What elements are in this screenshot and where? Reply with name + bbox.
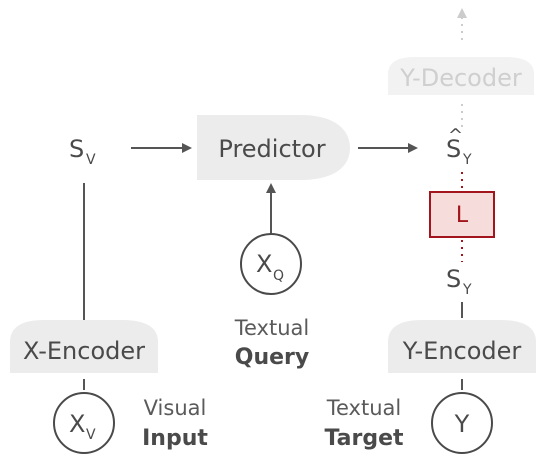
input-caption-line2: Input bbox=[142, 426, 208, 451]
y-encoder-label: Y-Encoder bbox=[402, 337, 522, 365]
y-decoder-label: Y-Decoder bbox=[399, 64, 522, 92]
x-encoder-label: X-Encoder bbox=[23, 337, 145, 365]
xq-base: X bbox=[256, 250, 272, 278]
query-caption-line1: Textual bbox=[234, 316, 309, 340]
sy-hat-sub: Y bbox=[462, 152, 472, 168]
xv-base: X bbox=[69, 410, 85, 438]
xq-node: X Q bbox=[240, 233, 302, 295]
target-caption: Textual Target bbox=[324, 396, 404, 451]
xv-sub: V bbox=[86, 427, 96, 443]
sv-base: S bbox=[69, 135, 84, 163]
sv-node: S V bbox=[69, 135, 96, 168]
query-caption: Textual Query bbox=[234, 316, 309, 370]
input-caption-line1: Visual bbox=[144, 396, 207, 420]
query-caption-line2: Query bbox=[235, 345, 309, 370]
svg-text:S: S bbox=[69, 135, 84, 163]
xv-node: X V bbox=[53, 392, 115, 454]
sy-node: S Y bbox=[446, 265, 472, 298]
sy-hat-node: S ^ Y bbox=[446, 125, 472, 168]
y-circle bbox=[431, 392, 493, 454]
sv-sub: V bbox=[86, 152, 96, 168]
predictor-block bbox=[197, 115, 350, 180]
xv-circle bbox=[53, 392, 115, 454]
y-encoder-block bbox=[388, 320, 536, 373]
x-encoder-block bbox=[10, 320, 158, 373]
y-node: Y bbox=[431, 392, 493, 454]
y-decoder-block bbox=[388, 57, 534, 95]
xq-circle bbox=[240, 233, 302, 295]
target-caption-line1: Textual bbox=[326, 396, 401, 420]
target-caption-line2: Target bbox=[324, 426, 404, 451]
y-label: Y bbox=[454, 410, 470, 438]
sy-hat-base: S bbox=[446, 135, 461, 163]
loss-label: L bbox=[456, 203, 469, 228]
input-caption: Visual Input bbox=[142, 396, 208, 451]
loss-box bbox=[429, 191, 495, 238]
sy-hat-accent: ^ bbox=[448, 125, 463, 146]
xq-sub: Q bbox=[273, 268, 284, 284]
predictor-label: Predictor bbox=[218, 135, 325, 163]
sy-sub: Y bbox=[462, 282, 472, 298]
sy-base: S bbox=[446, 265, 461, 293]
